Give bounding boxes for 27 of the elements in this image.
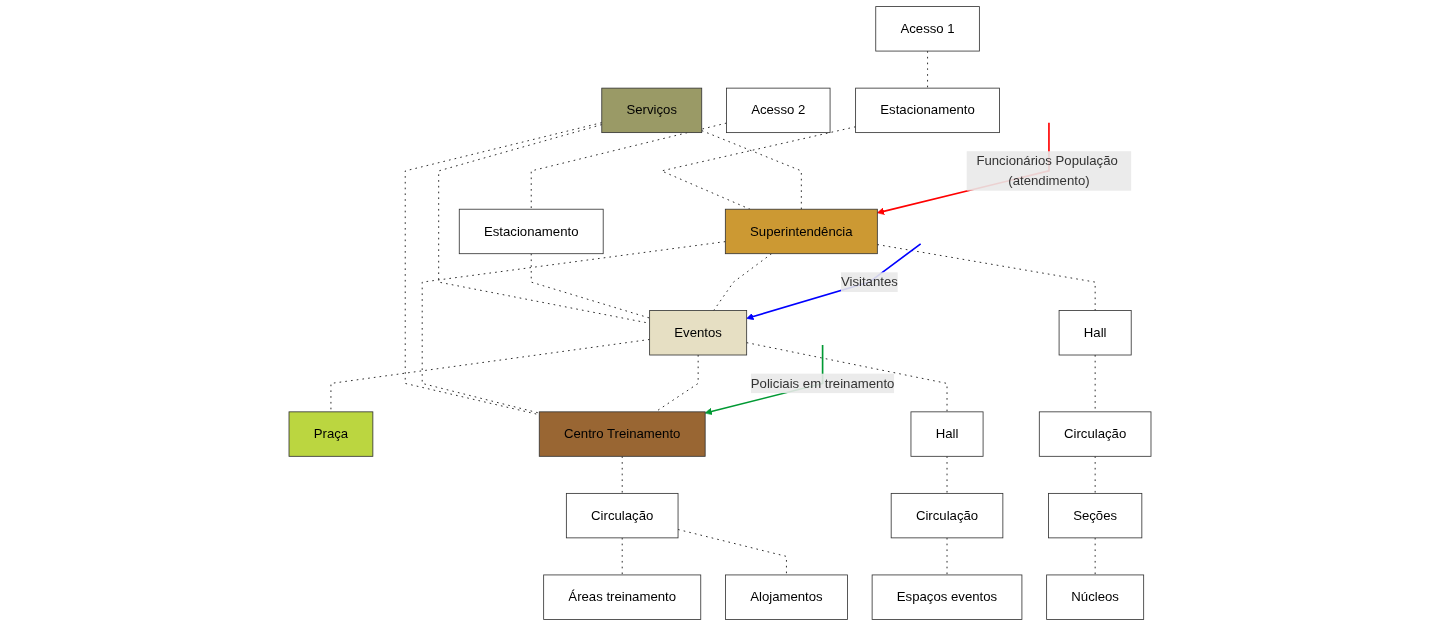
node-box: Alojamentos bbox=[725, 574, 848, 620]
edge-label: Visitantes bbox=[840, 274, 898, 289]
node-box: Seções bbox=[1048, 492, 1143, 539]
connector bbox=[421, 241, 726, 414]
arrow bbox=[746, 243, 922, 321]
node-box: Circulação bbox=[1038, 411, 1152, 457]
node-box: Eventos bbox=[649, 310, 748, 356]
node-box: Áreas treinamento bbox=[543, 574, 702, 620]
node-box: Hall bbox=[1058, 310, 1132, 356]
connector bbox=[746, 342, 948, 413]
node-box: Circulação bbox=[565, 492, 679, 539]
node-box: Centro Treinamento bbox=[538, 411, 706, 457]
node-box: Serviços bbox=[601, 87, 703, 133]
node-box: Praça bbox=[288, 411, 374, 457]
edge-label: Funcionários População (atendimento) bbox=[976, 153, 1118, 188]
node-box: Espaços eventos bbox=[871, 574, 1023, 620]
node-box: Acesso 1 bbox=[875, 6, 980, 52]
node-box: Circulação bbox=[890, 492, 1004, 539]
connector bbox=[404, 122, 603, 416]
node-box: Núcleos bbox=[1046, 574, 1145, 620]
node-box: Hall bbox=[910, 411, 984, 457]
edge-label: Policiais em treinamento bbox=[750, 376, 895, 391]
connector bbox=[530, 122, 727, 210]
node-box: Estacionamento bbox=[458, 208, 604, 255]
node-box: Superintendência bbox=[724, 208, 878, 255]
node-box: Acesso 2 bbox=[726, 87, 831, 133]
node-box: Estacionamento bbox=[855, 87, 1000, 133]
